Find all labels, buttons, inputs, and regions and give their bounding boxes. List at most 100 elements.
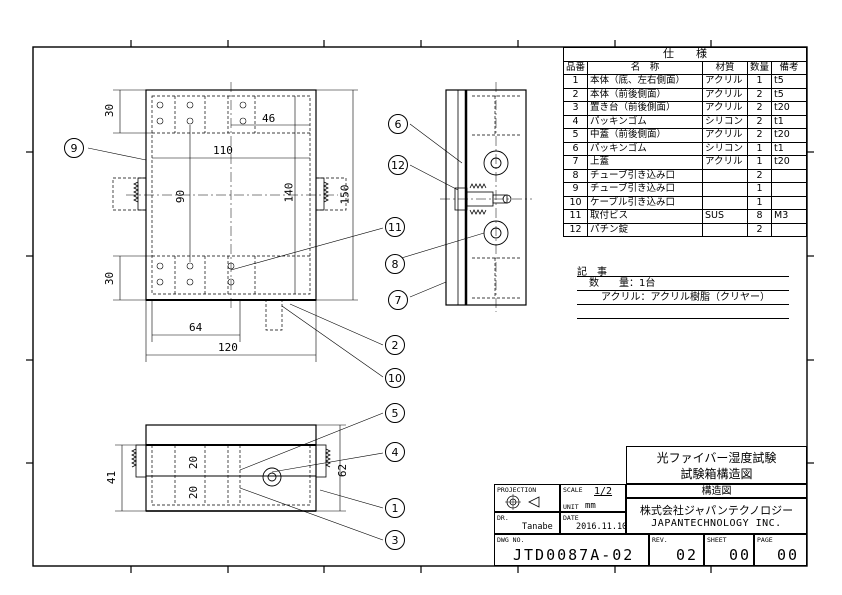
spec-cell-material: アクリル [702,155,749,170]
spec-cell-qty: 2 [747,114,773,129]
drawing-type-cell: 構造図 [626,484,807,498]
balloon-10: 10 [385,368,405,388]
title-cell: 光ファイバー湿度試験 試験箱構造図 [626,446,807,484]
spec-cell-material: アクリル [702,128,749,143]
spec-cell-note: t1 [771,114,807,129]
balloon-11: 11 [385,217,405,237]
notes-section: 記 事 数 量：1台 アクリル：アクリル樹脂（クリヤー） [577,263,789,319]
spec-cell-name: 中蓋（前後側面） [587,128,704,143]
sheet-label: SHEET [707,536,727,544]
drafter-value: Tanabe [522,522,553,532]
dim-20-bottom: 20 [187,485,201,500]
front-view [115,424,346,512]
spec-cell-qty: 2 [747,128,773,143]
spec-cell-material: アクリル [702,101,749,116]
spec-cell-name: チューブ引き込み口 [587,168,704,183]
spec-cell-material [702,182,749,197]
date-label: DATE [563,514,579,522]
spec-cell-note: t1 [771,141,807,156]
spec-cell-note [771,222,807,237]
side-view [440,82,532,312]
scale-value: 1/2 [594,486,613,497]
projection-cell: PROJECTION [494,484,560,512]
dim-64: 64 [189,321,203,334]
dim-90: 90 [174,189,188,204]
sheet-value: 00 [729,546,752,564]
spec-cell-name: ケーブル引き込み口 [587,195,704,210]
spec-cell-material [702,222,749,237]
spec-cell-note [771,182,807,197]
rev-label: REV. [652,536,668,544]
rev-cell: REV. 02 [649,534,704,566]
spec-cell-no: 9 [562,182,589,197]
spec-cell-no: 1 [562,74,589,89]
spec-cell-name: 置き台（前後側面） [587,101,704,116]
spec-cell-no: 12 [562,222,589,237]
spec-cell-qty: 1 [747,155,773,170]
unit-value: mm [585,501,596,511]
dim-41: 41 [105,470,119,485]
spec-cell-note: t5 [771,74,807,89]
spec-cell-name: 本体（前後側面） [587,87,704,102]
top-view [112,82,358,362]
col-header-name: 名 称 [587,60,704,75]
unit-label: UNIT [563,503,579,511]
dim-20-top: 20 [187,455,201,470]
spec-cell-qty: 2 [747,101,773,116]
dim-140: 140 [282,182,296,203]
spec-cell-material: シリコン [702,141,749,156]
date-cell: DATE 2016.11.10 [560,512,628,534]
spec-cell-note: t20 [771,101,807,116]
spec-cell-name: パッキンゴム [587,114,704,129]
spec-cell-qty: 2 [747,168,773,183]
top-view-dims [113,89,358,362]
spec-cell-no: 2 [562,87,589,102]
dwg-no-cell: DWG NO. JTD0087A-02 [494,534,649,566]
dwg-no-value: JTD0087A-02 [513,546,635,564]
drawing-border [32,46,808,567]
spec-cell-qty: 1 [747,182,773,197]
drafter-cell: DR. Tanabe [494,512,560,534]
col-header-material: 材質 [702,60,749,75]
balloon-6: 6 [388,114,408,134]
spec-cell-qty: 1 [747,74,773,89]
balloon-9: 9 [64,138,84,158]
spec-cell-material [702,195,749,210]
date-value: 2016.11.10 [576,522,628,532]
spec-cell-note: t5 [771,87,807,102]
spec-cell-name: パチン錠 [587,222,704,237]
spec-cell-qty: 1 [747,195,773,210]
company-name-en: JAPANTECHNOLOGY INC. [651,518,782,529]
spec-cell-material: アクリル [702,87,749,102]
spec-cell-name: 本体（底、左右側面） [587,74,704,89]
dim-46: 46 [262,112,276,125]
spec-cell-qty: 2 [747,87,773,102]
balloon-1: 1 [385,498,405,518]
company-name-jp: 株式会社ジャパンテクノロジー [639,504,794,517]
balloon-12: 12 [388,155,408,175]
spec-cell-no: 6 [562,141,589,156]
dim-62: 62 [336,463,350,478]
page-value: 00 [777,546,800,564]
drafter-label: DR. [497,514,509,522]
spec-cell-qty: 1 [747,141,773,156]
page-cell: PAGE 00 [754,534,807,566]
page-label: PAGE [757,536,773,544]
border-ticks [26,40,814,573]
spec-cell-no: 7 [562,155,589,170]
spec-cell-note: t20 [771,128,807,143]
spec-cell-no: 10 [562,195,589,210]
col-header-qty: 数量 [747,60,773,75]
spec-cell-note [771,168,807,183]
spec-cell-note: M3 [771,209,807,224]
